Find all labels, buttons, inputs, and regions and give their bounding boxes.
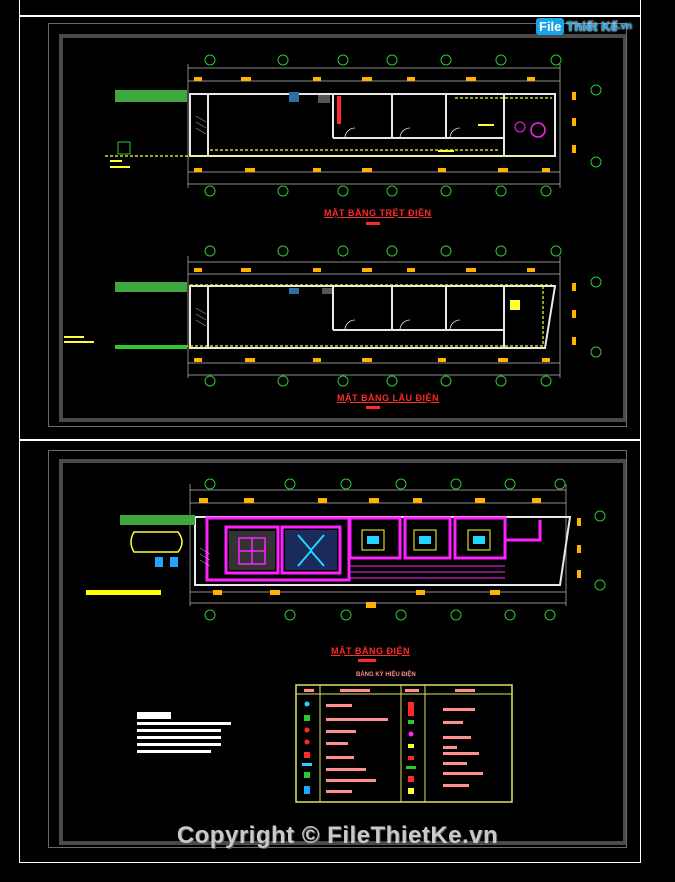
plan-3-scale bbox=[358, 659, 376, 662]
garden-hatch bbox=[115, 90, 187, 102]
logo-text: Thiết Kế bbox=[566, 18, 618, 34]
sheet-bottom bbox=[19, 440, 641, 863]
plan-2-scale bbox=[366, 406, 380, 409]
floor-plan-3 bbox=[86, 478, 606, 621]
floor-plan-2 bbox=[64, 245, 602, 387]
scale-bar bbox=[86, 590, 161, 595]
plan-2-title: MẶT BẰNG LẦU ĐIỆN bbox=[337, 393, 439, 403]
drawing-frame-2 bbox=[59, 459, 627, 845]
legend-title: BẢNG KÝ HIỆU ĐIỆN bbox=[356, 672, 416, 678]
logo-suffix: .vn bbox=[617, 20, 633, 32]
copyright-watermark: Copyright © FileThietKe.vn bbox=[176, 822, 499, 849]
filethietke-logo[interactable]: File Thiết Kế .vn bbox=[536, 14, 632, 38]
drawing-frame-1 bbox=[59, 34, 627, 422]
sheet-top bbox=[19, 0, 641, 17]
general-notes bbox=[137, 722, 231, 753]
legend-table bbox=[295, 684, 513, 803]
balcony-hatch bbox=[115, 282, 187, 292]
floor-plan-1 bbox=[105, 54, 602, 197]
plan-1-title: MẶT BẰNG TRỆT ĐIỆN bbox=[324, 208, 432, 218]
drawing-frame-1-outer bbox=[48, 23, 627, 427]
notes-heading bbox=[137, 712, 171, 719]
drawing-frame-2-outer bbox=[48, 450, 627, 848]
plan-1-scale bbox=[366, 222, 380, 225]
sheet-middle bbox=[19, 15, 641, 440]
logo-box-text: File bbox=[536, 17, 565, 35]
plan-3-title: MẶT BẰNG ĐIỆN bbox=[331, 646, 410, 656]
